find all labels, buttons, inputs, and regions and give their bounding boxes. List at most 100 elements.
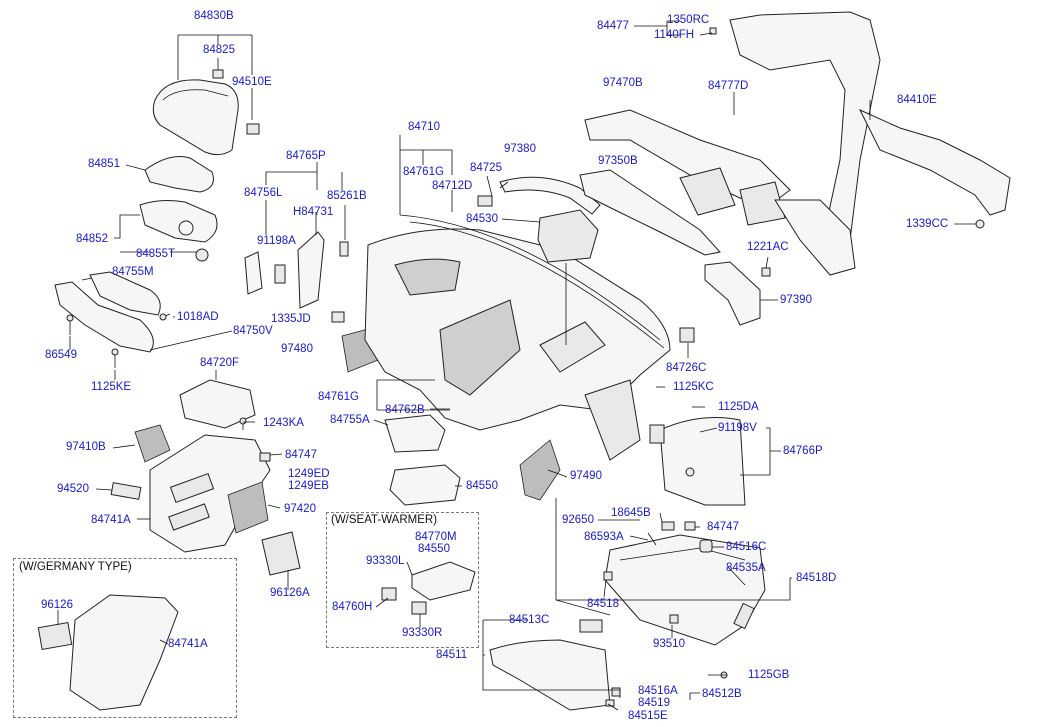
passenger-airbag-door-part	[539, 321, 606, 373]
germany-box	[13, 558, 237, 718]
label-84511: 84511	[436, 649, 468, 661]
grommet-84855t-part	[195, 248, 209, 262]
label-94510e: 94510E	[232, 76, 272, 88]
label-86549: 86549	[45, 349, 77, 361]
label-91198v: 91198V	[718, 422, 757, 434]
switch-94520-part	[110, 482, 142, 500]
column-shroud-lower-part	[139, 200, 218, 243]
glovebox-lid-84766p-part	[659, 417, 746, 506]
label-1125gb: 1125GB	[748, 669, 790, 681]
label-84762b: 84762B	[385, 404, 425, 416]
center-vent-97420-part	[227, 481, 269, 534]
striker-84535a-part	[733, 602, 755, 630]
label-84741a: 84741A	[91, 514, 131, 526]
label-84515e: 84515E	[628, 710, 668, 722]
column-shroud-upper-part	[144, 156, 214, 193]
label-84761g-top: 84761G	[403, 166, 444, 178]
label-1140fh: 1140FH	[654, 29, 695, 41]
label-84710: 84710	[408, 121, 440, 133]
label-96126a: 96126A	[270, 587, 310, 599]
label-93510: 93510	[653, 638, 685, 650]
clip-84747-part	[259, 452, 271, 462]
label-84756l: 84756L	[244, 187, 283, 199]
label-84410e: 84410E	[897, 94, 937, 106]
damper-84518-part	[603, 571, 613, 581]
panel-84756l-part	[244, 251, 263, 295]
label-84777d: 84777D	[708, 80, 749, 92]
label-1125da: 1125DA	[718, 401, 759, 413]
label-84712d: 84712D	[432, 180, 473, 192]
module-84720f-part	[179, 379, 256, 429]
lower-panel-84755m-part	[89, 271, 161, 316]
bolt-1339cc-part	[975, 219, 985, 229]
bracket-84712d-part	[477, 195, 493, 207]
label-84477: 84477	[597, 20, 629, 32]
label-84513c: 84513C	[509, 614, 550, 626]
glovebox-door-part	[489, 639, 611, 711]
cluster-hood-part	[152, 79, 239, 156]
defroster-duct-97380-part	[499, 176, 601, 215]
label-84720f: 84720F	[200, 357, 240, 369]
label-18645b: 18645B	[611, 507, 651, 519]
label-84512b: 84512B	[702, 688, 742, 700]
label-84747-right: 84747	[707, 521, 739, 533]
label-84519: 84519	[638, 697, 670, 709]
label-93330r: 93330R	[402, 627, 443, 639]
label-97350b: 97350B	[598, 155, 638, 167]
panel-h84731-part	[297, 231, 325, 309]
label-84518d: 84518D	[796, 572, 837, 584]
label-84550: 84550	[466, 480, 498, 492]
label-1249eb: 1249EB	[288, 480, 329, 492]
switch-93330l-part	[381, 587, 397, 601]
bracket-96126a-part	[261, 531, 301, 576]
label-84750v: 84750V	[233, 325, 273, 337]
label-97470b: 97470B	[603, 77, 643, 89]
tray-84755a-part	[384, 414, 446, 453]
center-vent-97410b-part	[134, 424, 171, 463]
seat-warmer-housing-part	[411, 561, 476, 601]
label-1339cc: 1339CC	[906, 218, 949, 230]
duct-97390-part	[704, 261, 761, 326]
clip-94510e-part	[246, 123, 260, 135]
label-84747-left: 84747	[285, 449, 317, 461]
germany-box-title: (W/GERMANY TYPE)	[19, 561, 132, 573]
label-1335jd: 1335JD	[271, 313, 311, 325]
label-84516c: 84516C	[726, 541, 767, 553]
label-91198a: 91198A	[257, 235, 296, 247]
label-84825: 84825	[203, 44, 235, 56]
clip-84825-part	[212, 69, 224, 79]
label-97480: 97480	[281, 343, 313, 355]
label-1221ac: 1221AC	[747, 241, 789, 253]
panel-96126-part	[37, 621, 73, 651]
label-84755m: 84755M	[112, 266, 154, 278]
label-97410b: 97410B	[66, 441, 106, 453]
panel-84513c-part	[579, 619, 603, 633]
label-86593a: 86593A	[584, 531, 624, 543]
cluster-opening-part	[394, 258, 461, 296]
label-84770m: 84770M	[415, 531, 457, 543]
label-84765p: 84765P	[286, 150, 326, 162]
label-84530: 84530	[466, 213, 498, 225]
side-vent-97490-part	[519, 439, 561, 501]
clip-1335jd-part	[331, 311, 345, 323]
lower-panel-84750v-part	[54, 281, 154, 353]
label-94520: 94520	[57, 483, 89, 495]
label-92650: 92650	[562, 514, 594, 526]
label-84766p: 84766P	[783, 445, 823, 457]
label-84755a: 84755A	[330, 414, 370, 426]
label-1125kc: 1125KC	[673, 381, 714, 393]
label-h84731: H84731	[293, 206, 334, 218]
label-1249ed: 1249ED	[288, 468, 330, 480]
label-84516a: 84516A	[638, 685, 678, 697]
cap-84726c-part	[679, 327, 695, 343]
seat-warmer-box	[326, 512, 479, 648]
label-84741a-germany: 84741A	[168, 638, 208, 650]
label-93330l: 93330L	[366, 555, 405, 567]
label-84550-seat: 84550	[418, 543, 450, 555]
label-97380: 97380	[504, 143, 536, 155]
label-84760h: 84760H	[332, 601, 373, 613]
label-84852: 84852	[76, 233, 108, 245]
label-1125ke: 1125KE	[91, 381, 132, 393]
